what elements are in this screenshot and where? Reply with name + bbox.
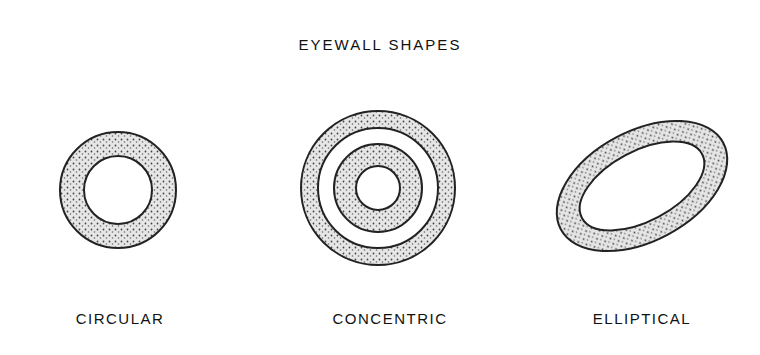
- diagram-title: EYEWALL SHAPES: [299, 36, 462, 53]
- outer-eyewall: [301, 111, 455, 265]
- circular-eyewall: [60, 132, 176, 248]
- elliptical-eyewall: [535, 94, 749, 278]
- shape-label: CIRCULAR: [76, 310, 165, 327]
- shape-label: CONCENTRIC: [333, 310, 448, 327]
- shape-label: ELLIPTICAL: [593, 310, 691, 327]
- inner-eyewall: [334, 144, 422, 232]
